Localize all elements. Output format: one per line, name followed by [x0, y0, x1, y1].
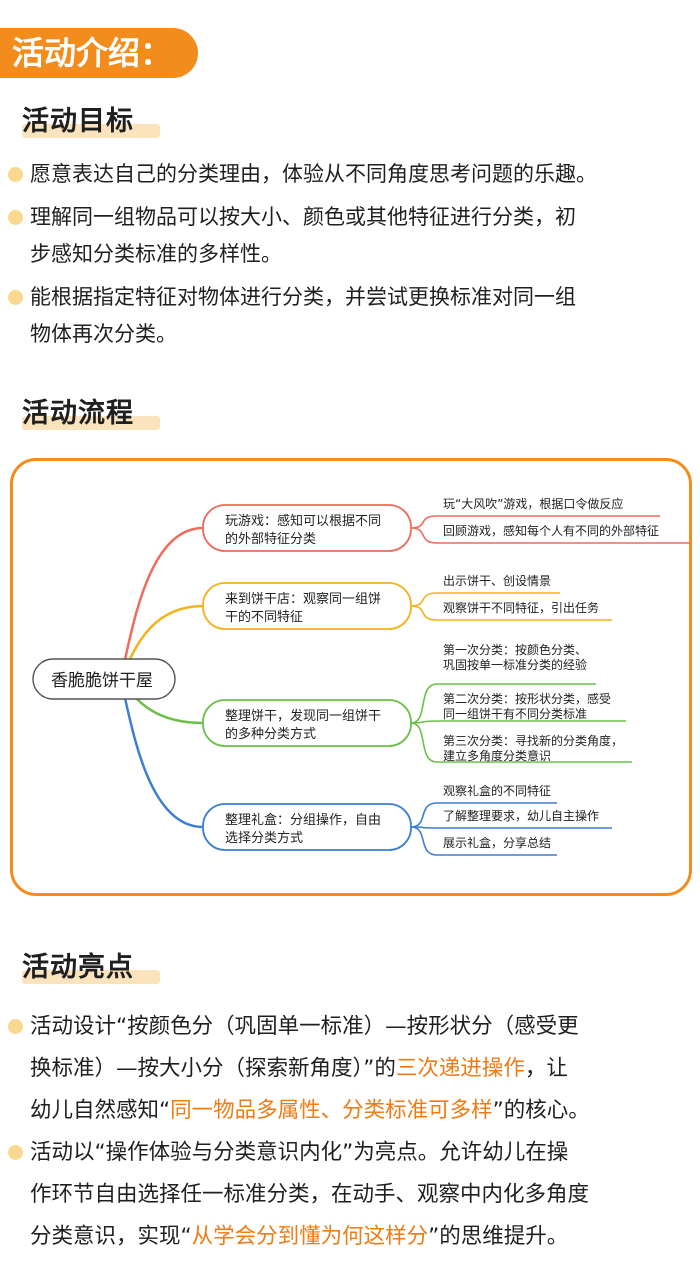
highlights-list: 活动设计“按颜色分（巩固单一标准）—按形状分（感受更换标准）—按大小分（探索新角…: [8, 1006, 696, 1258]
leaf-connector: [410, 515, 438, 529]
leaf-label: 巩固按单一标准分类的经验: [443, 657, 587, 672]
leaf-label: 同一组饼干有不同分类标准: [443, 707, 587, 721]
page-banner: 活动介绍：: [0, 28, 198, 78]
section-title-highlights: 活动亮点: [22, 948, 160, 988]
leaf-label: 回顾游戏，感知每个人有不同的外部特征: [443, 523, 659, 538]
bullet-dot: [8, 290, 23, 305]
body-text: ”的思维提升。: [428, 1224, 569, 1249]
goal-line: 愿意表达自己的分类理由，体验从不同角度思考问题的乐趣。: [30, 162, 597, 186]
goal-line: 物体再次分类。: [30, 322, 177, 346]
title-highlight: [22, 970, 160, 984]
body-text: ”的核心。: [492, 1098, 590, 1123]
branch-label: 来到饼干店：观察同一组饼: [225, 592, 381, 607]
body-text: 活动以“操作体验与分类意识内化”为亮点。允许幼儿在操: [30, 1140, 569, 1165]
branch-label: 的多种分类方式: [225, 726, 316, 742]
leaf-connector: [410, 683, 438, 724]
section-title-text: 活动亮点: [22, 952, 134, 983]
highlight-line: 分类意识，实现“从学会分到懂为何这样分”的思维提升。: [30, 1216, 696, 1258]
highlight-line: 换标准）—按大小分（探索新角度）”的三次递进操作，让: [30, 1048, 696, 1090]
goal-line: 步感知分类标准的多样性。: [30, 242, 282, 266]
goal-line: 能根据指定特征对物体进行分类，并尝试更换标准对同一组: [30, 285, 576, 309]
leaf-connector: [410, 527, 438, 544]
body-text: 作环节自由选择任一标准分类，在动手、观察中内化多角度: [30, 1182, 590, 1207]
title-highlight: [22, 124, 160, 138]
leaf-connector: [410, 592, 438, 607]
body-text: 换标准）—按大小分（探索新角度）”的: [30, 1056, 396, 1081]
goal-line: 理解同一组物品可以按大小、颜色或其他特征进行分类，初: [30, 205, 576, 229]
mindmap-root-node: [32, 658, 176, 700]
branch-label: 干的不同特征: [225, 609, 303, 625]
mindmap-root-label: 香脆脆饼干屋: [51, 671, 153, 691]
highlight-item: 活动以“操作体验与分类意识内化”为亮点。允许幼儿在操作环节自由选择任一标准分类，…: [8, 1132, 696, 1258]
leaf-label: 第三次分类：寻找新的分类角度，: [443, 733, 623, 748]
mindmap-frame: [10, 458, 692, 896]
branch-label: 玩游戏：感知可以根据不同: [225, 513, 381, 529]
body-text: 活动设计“按颜色分（巩固单一标准）—按形状分（感受更: [30, 1014, 579, 1039]
title-highlight: [22, 416, 160, 430]
leaf-label: 建立多角度分类意识: [443, 748, 551, 763]
goal-item: 能根据指定特征对物体进行分类，并尝试更换标准对同一组物体再次分类。: [8, 279, 696, 353]
section-title-goals: 活动目标: [22, 102, 160, 142]
highlight-line: 作环节自由选择任一标准分类，在动手、观察中内化多角度: [30, 1174, 696, 1216]
leaf-connector: [410, 826, 438, 856]
bullet-dot: [8, 167, 23, 182]
highlight-item: 活动设计“按颜色分（巩固单一标准）—按形状分（感受更换标准）—按大小分（探索新角…: [8, 1006, 696, 1132]
leaf-label: 玩“大风吹”游戏，根据口令做反应: [443, 496, 623, 511]
leaf-connector: [410, 605, 438, 621]
highlight-line: 活动以“操作体验与分类意识内化”为亮点。允许幼儿在操: [30, 1132, 696, 1174]
leaf-connector: [410, 722, 438, 763]
branch-label: 选择分类方式: [225, 830, 303, 846]
emphasis-text: 三次递进操作: [395, 1056, 525, 1081]
body-text: 幼儿自然感知“: [30, 1098, 171, 1123]
section-title-process: 活动流程: [22, 394, 160, 434]
bullet-dot: [8, 210, 23, 225]
leaf-label: 展示礼盒，分享总结: [443, 835, 551, 850]
banner-title: 活动介绍：: [12, 34, 173, 72]
branch-label: 的外部特征分类: [225, 531, 316, 547]
branch-connector: [118, 678, 204, 829]
emphasis-text: 同一物品多属性、分类标准可多样: [170, 1098, 493, 1123]
section-title-text: 活动流程: [22, 398, 134, 429]
leaf-label: 了解整理要求，幼儿自主操作: [443, 808, 599, 823]
leaf-connector: [410, 802, 438, 828]
highlight-line: 活动设计“按颜色分（巩固单一标准）—按形状分（感受更: [30, 1006, 696, 1048]
bullet-dot: [8, 1145, 23, 1160]
leaf-label: 观察饼干不同特征，引出任务: [443, 600, 599, 615]
goal-item: 理解同一组物品可以按大小、颜色或其他特征进行分类，初步感知分类标准的多样性。: [8, 199, 696, 273]
highlight-line: 幼儿自然感知“同一物品多属性、分类标准可多样”的核心。: [30, 1090, 696, 1132]
branch-label: 整理饼干，发现同一组饼干: [225, 708, 381, 724]
goal-item: 愿意表达自己的分类理由，体验从不同角度思考问题的乐趣。: [8, 156, 696, 193]
section-title-text: 活动目标: [22, 106, 134, 137]
body-text: ，让: [524, 1056, 568, 1081]
leaf-label: 第二次分类：按形状分类，感受: [443, 691, 611, 706]
leaf-label: 观察礼盒的不同特征: [443, 783, 551, 798]
goals-list: 愿意表达自己的分类理由，体验从不同角度思考问题的乐趣。理解同一组物品可以按大小、…: [8, 156, 696, 359]
leaf-label: 第一次分类：按颜色分类、: [443, 642, 587, 657]
branch-label: 整理礼盒：分组操作，自由: [225, 812, 381, 828]
emphasis-text: 从学会分到懂为何这样分: [191, 1224, 429, 1249]
leaf-label: 出示饼干、创设情景: [443, 574, 551, 588]
body-text: 分类意识，实现“: [30, 1224, 192, 1249]
bullet-dot: [8, 1019, 23, 1034]
